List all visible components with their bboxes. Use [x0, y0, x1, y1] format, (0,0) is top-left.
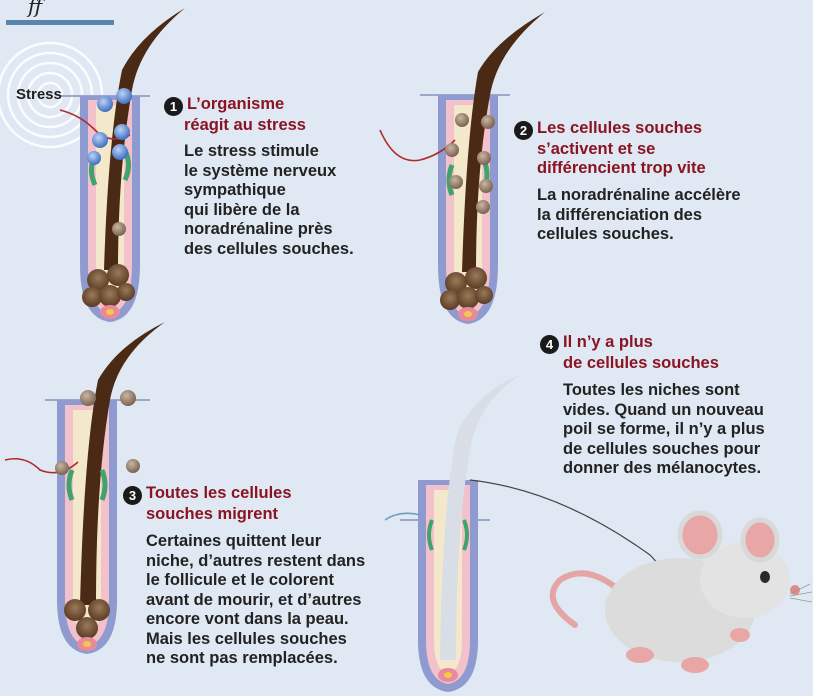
mouse-illustration	[553, 513, 812, 673]
step-1-body-line-2: le système nerveux	[184, 162, 384, 182]
step-4-body-line-4: de cellules souches pour	[563, 440, 810, 460]
step-1-number: 1	[164, 97, 183, 116]
step-2-title-line-2: s’activent et se	[514, 140, 774, 159]
step-4-body-line-2: vides. Quand un nouveau	[563, 401, 810, 421]
step-2-number: 2	[514, 121, 533, 140]
step-3-body-line-6: Mais les cellules souches	[146, 630, 423, 650]
step-4-body-line-3: poil se forme, il n’y a plus	[563, 420, 810, 440]
step-1-title-line-2: réagit au stress	[164, 116, 384, 135]
step-1-body-line-6: des cellules souches.	[184, 240, 384, 260]
step-3-body-line-3: le follicule et le colorent	[146, 571, 423, 591]
step-2-body-line-2: la différenciation des	[537, 206, 774, 226]
step-3-body-line-1: Certaines quittent leur	[146, 532, 423, 552]
step-4-title-line-1: Il n’y a plus	[563, 333, 653, 351]
step-3-body-line-2: niche, d’autres restent dans	[146, 552, 423, 572]
step-2-title-line-1: Les cellules souches	[537, 119, 702, 137]
step-4-title-line-2: de cellules souches	[540, 354, 810, 373]
step-2-body-line-3: cellules souches.	[537, 225, 774, 245]
step-3-number: 3	[123, 486, 142, 505]
stress-label: Stress	[16, 86, 62, 103]
step-1-body-line-4: qui libère de la	[184, 201, 384, 221]
step-3-body-line-4: avant de mourir, et d’autres	[146, 591, 423, 611]
step-3-body-line-7: ne sont pas remplacées.	[146, 649, 423, 669]
step-4-body-line-5: donner des mélanocytes.	[563, 459, 810, 479]
step-1-body-line-5: noradrénaline près	[184, 220, 384, 240]
step-3-title-line-1: Toutes les cellules	[146, 484, 292, 502]
step-4-body-line-1: Toutes les niches sont	[563, 381, 810, 401]
step-3-title-line-2: souches migrent	[123, 505, 423, 524]
step-1-title-line-1: L’organisme	[187, 95, 284, 113]
step-1-body-line-1: Le stress stimule	[184, 142, 384, 162]
step-3-body-line-5: encore vont dans la peau.	[146, 610, 423, 630]
step-4-number: 4	[540, 335, 559, 354]
step-2-title-line-3: différencient trop vite	[514, 159, 774, 178]
step-2-body-line-1: La noradrénaline accélère	[537, 186, 774, 206]
step-1-body-line-3: sympathique	[184, 181, 384, 201]
